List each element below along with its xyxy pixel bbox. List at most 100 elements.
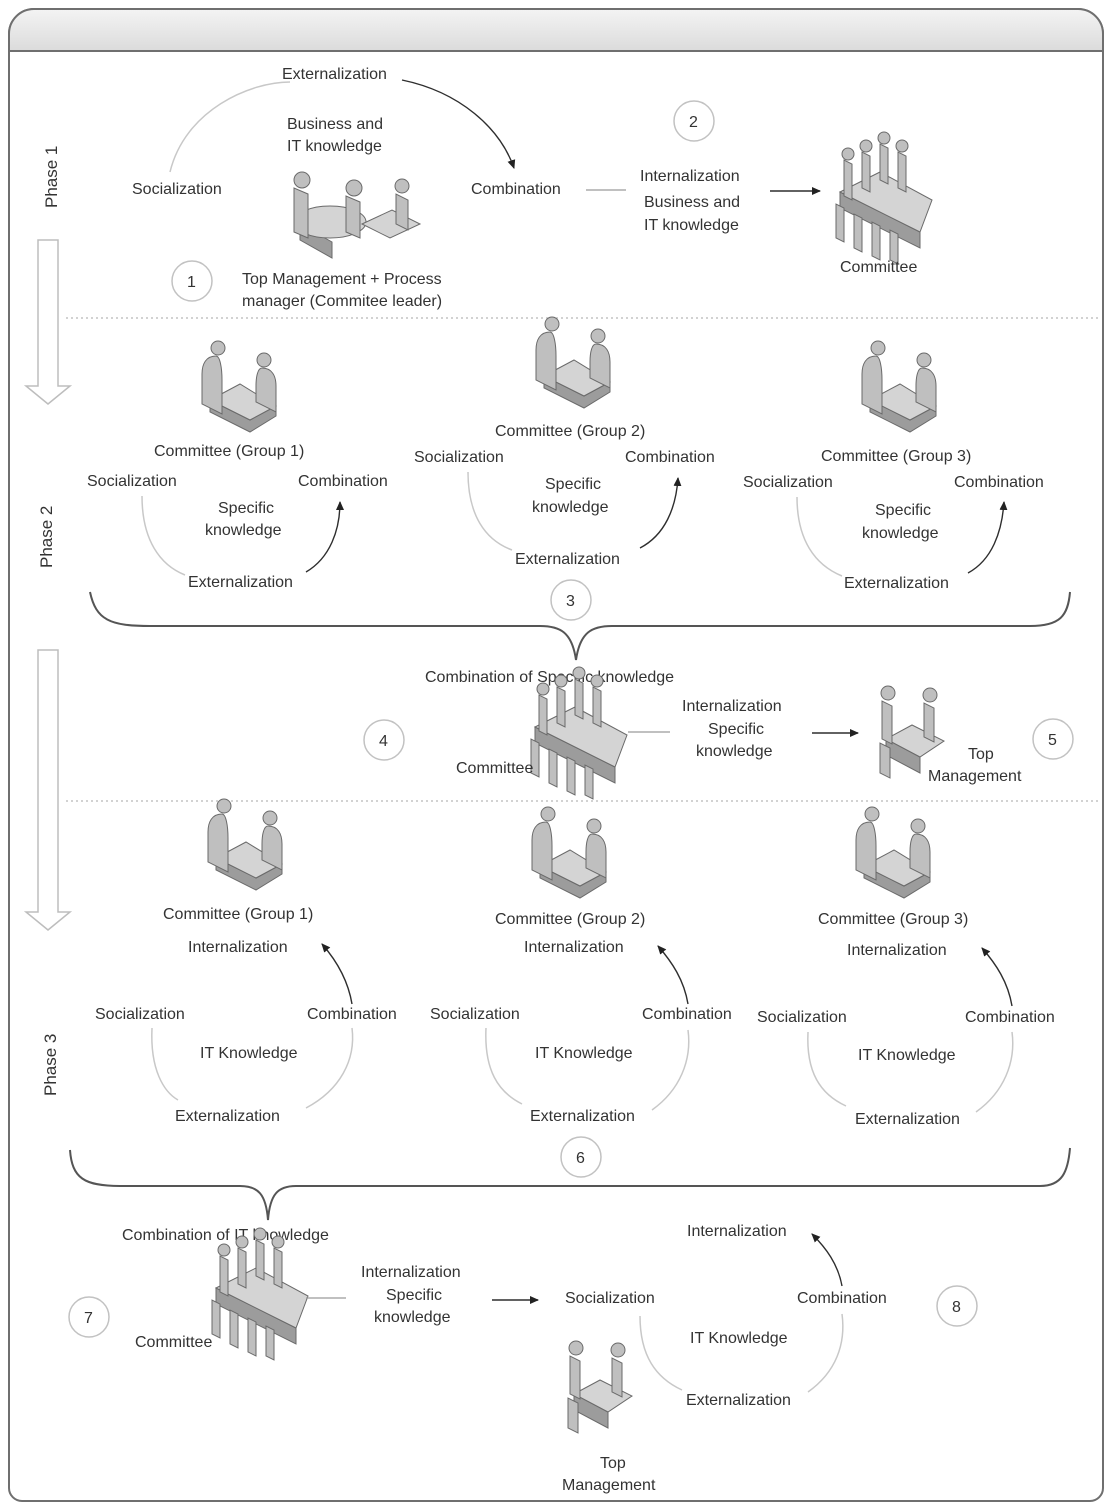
p2-top-management-icon	[879, 685, 945, 779]
p3-combination-title: Combination of IT knowledge	[122, 1227, 329, 1244]
step-7-number: 7	[84, 1310, 93, 1327]
final-internalization-arrow	[811, 1233, 843, 1287]
step-8-number: 8	[952, 1299, 961, 1316]
p2-committee: Committee	[456, 760, 533, 777]
p3-group3-icon	[855, 806, 931, 899]
step-4-number: 4	[379, 733, 388, 750]
p2-committee-icon	[530, 666, 628, 800]
step-2-number: 2	[689, 114, 698, 131]
p3-g1-k: IT Knowledge	[200, 1045, 298, 1062]
final-top-management-icon	[567, 1340, 633, 1434]
p3-g3-combination: Combination	[965, 1009, 1055, 1026]
p3-g3-internalization-arrow	[981, 947, 1013, 1007]
p2-group2-icon	[535, 316, 611, 409]
step-1-number: 1	[187, 274, 196, 291]
top-management-process-manager-icon	[293, 171, 422, 259]
p2-internalization: Internalization	[682, 698, 782, 715]
p2-g1-socialization: Socialization	[87, 473, 177, 490]
p2-g2-k2: knowledge	[532, 499, 609, 516]
step-3-number: 3	[566, 593, 575, 610]
p2-g2-left-arc	[467, 471, 513, 551]
p1-committee-icon	[835, 131, 933, 265]
p3-int-k1: Specific	[386, 1287, 442, 1304]
p2-g3-combination: Combination	[954, 474, 1044, 491]
p1-actor-line2: manager (Commitee leader)	[242, 293, 442, 310]
p2-g1-combination-arrow	[305, 501, 344, 573]
p2-top-line2: Management	[928, 768, 1022, 785]
p1-committee: Committee	[840, 259, 917, 276]
p3-g3-title: Committee (Group 3)	[818, 911, 968, 928]
p3-g2-title: Committee (Group 2)	[495, 911, 645, 928]
p3-g2-internalization: Internalization	[524, 939, 624, 956]
p1-socialization: Socialization	[132, 181, 222, 198]
phase-flow-arrow-2	[23, 649, 73, 931]
step-5-badge: 5	[1032, 718, 1074, 760]
p2-g2-title: Committee (Group 2)	[495, 423, 645, 440]
p2-g2-k1: Specific	[545, 476, 601, 493]
p3-g3-left-arc	[807, 1031, 847, 1107]
p3-g2-internalization-arrow	[657, 945, 689, 1005]
p2-g1-k2: knowledge	[205, 522, 282, 539]
p2-g1-combination: Combination	[298, 473, 388, 490]
p2-g2-combination-arrow	[639, 477, 682, 549]
p2-combination-title: Combination of Specific knowledge	[425, 669, 674, 686]
p2-g3-k2: knowledge	[862, 525, 939, 542]
p3-g1-combination: Combination	[307, 1006, 397, 1023]
p3-g3-right-arc	[975, 1031, 1014, 1113]
final-left-arc	[639, 1315, 683, 1391]
p1-combination: Combination	[471, 181, 561, 198]
p3-g1-externalization: Externalization	[175, 1108, 280, 1125]
p3-g2-externalization: Externalization	[530, 1108, 635, 1125]
step-3-badge: 3	[550, 579, 592, 621]
p2-g2-combination: Combination	[625, 449, 715, 466]
p2-top-line1: Top	[968, 746, 994, 763]
final-combination: Combination	[797, 1290, 887, 1307]
p2-int-k1: Specific	[708, 721, 764, 738]
p3-internalization: Internalization	[361, 1264, 461, 1281]
step-5-number: 5	[1048, 732, 1057, 749]
p1-internalization: Internalization	[640, 168, 740, 185]
step-4-badge: 4	[363, 719, 405, 761]
phase2-brace	[89, 591, 1071, 661]
p3-g3-k: IT Knowledge	[858, 1047, 956, 1064]
p3-g3-externalization: Externalization	[855, 1111, 960, 1128]
final-socialization: Socialization	[565, 1290, 655, 1307]
frame-title-bar	[8, 8, 1104, 52]
p3-group2-icon	[531, 806, 607, 899]
p2-group1-icon	[201, 340, 277, 433]
p2-g3-title: Committee (Group 3)	[821, 448, 971, 465]
phase-3-label: Phase 3	[41, 1034, 60, 1096]
p1-int-knowledge-line2: IT knowledge	[644, 217, 739, 234]
p2-g1-left-arc	[141, 495, 186, 576]
final-right-arc	[807, 1313, 844, 1393]
phase-2-label: Phase 2	[37, 506, 56, 568]
p2-g2-socialization: Socialization	[414, 449, 504, 466]
p1-externalization: Externalization	[282, 66, 387, 83]
p3-g2-combination: Combination	[642, 1006, 732, 1023]
p1-actor-line1: Top Management + Process	[242, 271, 442, 288]
p3-g1-internalization-arrow	[321, 943, 353, 1005]
p2-group3-icon	[861, 340, 937, 433]
p2-g1-k1: Specific	[218, 500, 274, 517]
p3-g1-right-arc	[305, 1027, 354, 1109]
p3-g1-left-arc	[151, 1027, 179, 1101]
final-top-line1: Top	[600, 1455, 626, 1472]
p3-g2-socialization: Socialization	[430, 1006, 520, 1023]
p1-int-knowledge-line1: Business and	[644, 194, 740, 211]
p3-g1-socialization: Socialization	[95, 1006, 185, 1023]
p3-g2-right-arc	[651, 1029, 690, 1111]
p3-group1-icon	[207, 798, 283, 891]
final-externalization: Externalization	[686, 1392, 791, 1409]
step-1-badge: 1	[171, 260, 213, 302]
phase3-brace	[69, 1147, 1071, 1221]
step-2-badge: 2	[673, 100, 715, 142]
p2-g1-title: Committee (Group 1)	[154, 443, 304, 460]
final-internalization: Internalization	[687, 1223, 787, 1240]
step-6-badge: 6	[560, 1136, 602, 1178]
p3-committee: Committee	[135, 1334, 212, 1351]
final-k: IT Knowledge	[690, 1330, 788, 1347]
step-8-badge: 8	[936, 1285, 978, 1327]
phase1-externalization-arrow	[401, 79, 516, 169]
step-6-number: 6	[576, 1150, 585, 1167]
